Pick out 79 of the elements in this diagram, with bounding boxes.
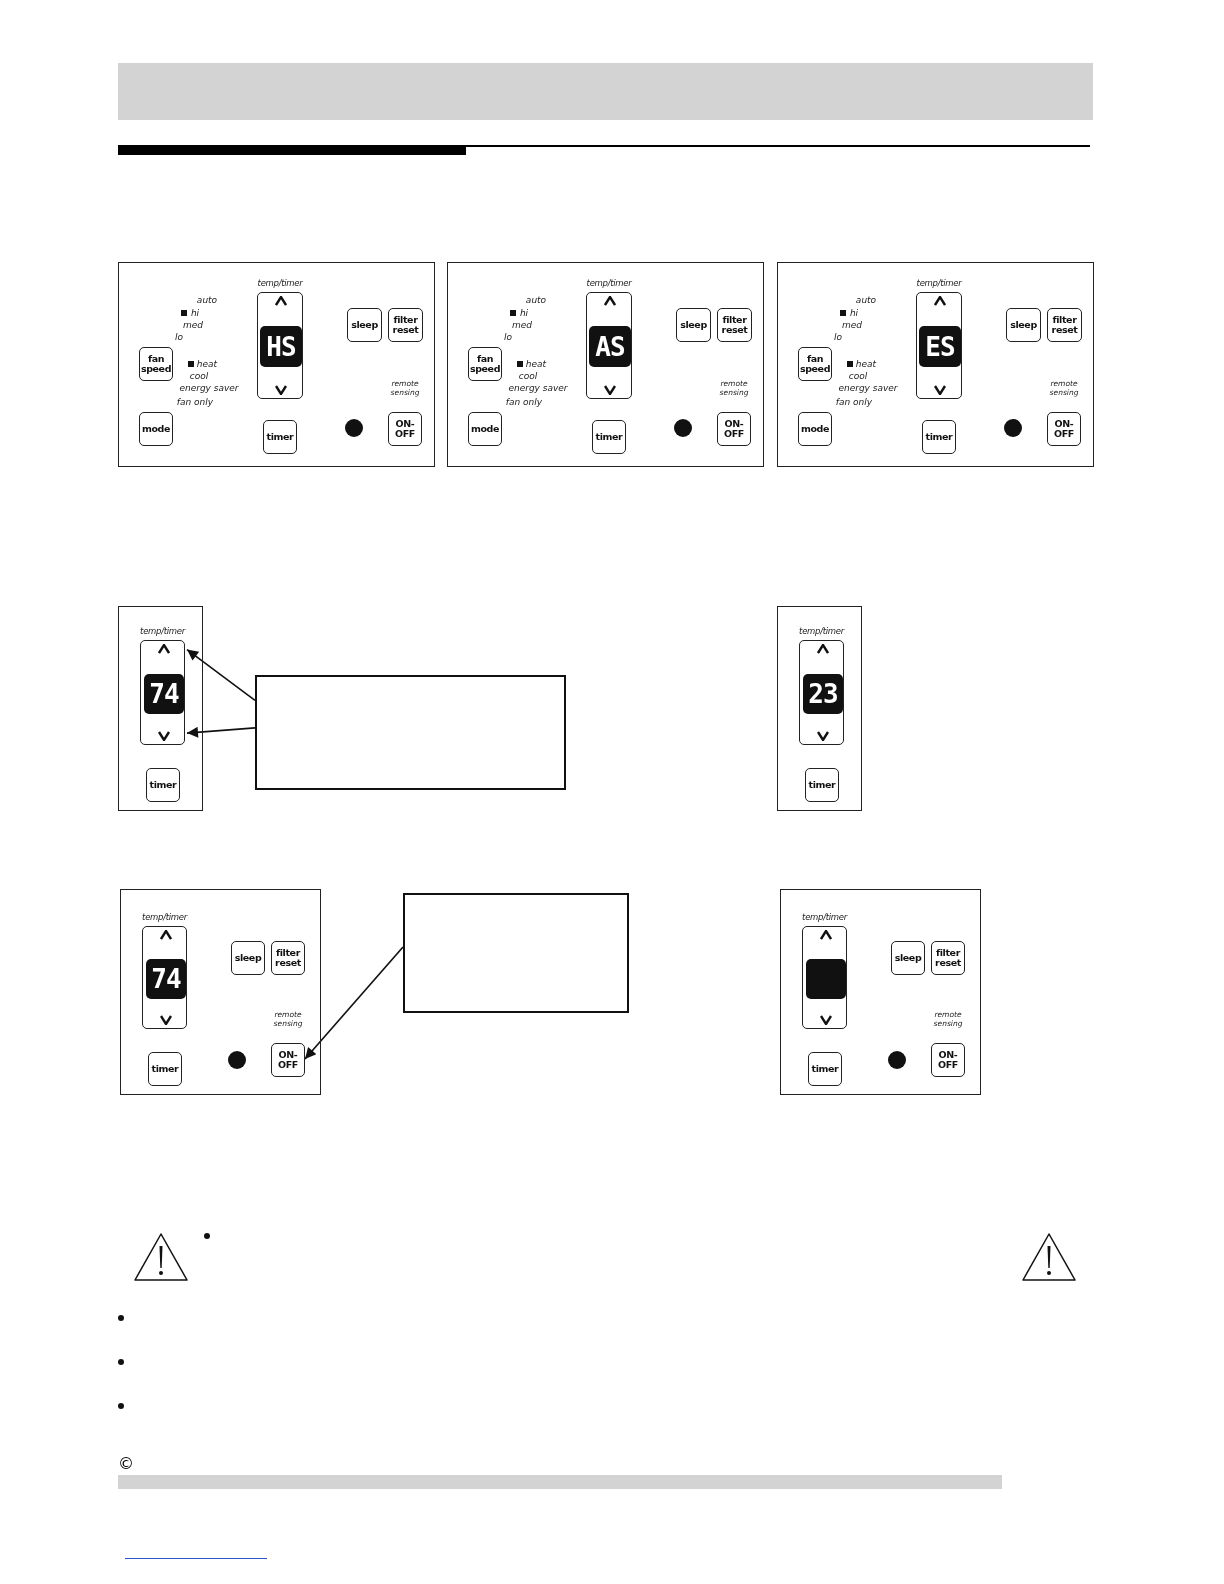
control-panel (120, 889, 321, 1095)
button: sleep (891, 941, 925, 975)
setting-label: med (512, 320, 532, 330)
setting-label: cool (189, 371, 209, 381)
button: sleep (347, 308, 382, 342)
setting-label: fan only (176, 397, 214, 407)
setting-label: fan only (505, 397, 543, 407)
setting-label: hi (849, 308, 859, 318)
setting-label: auto (855, 295, 877, 305)
lcd-display (806, 959, 846, 999)
setting-label: cool (518, 371, 538, 381)
control-panel (777, 262, 1094, 467)
lcd-display: ES (919, 326, 961, 367)
control-label: temp/timer (585, 278, 633, 288)
copyright-mark: © (118, 1454, 134, 1473)
control-label: temp/timer (256, 278, 304, 288)
button: ON- OFF (271, 1043, 305, 1077)
button: filter reset (931, 941, 965, 975)
setting-label: hi (519, 308, 529, 318)
button: mode (139, 412, 173, 446)
lcd-display: 74 (146, 959, 186, 999)
setting-label: cool (848, 371, 868, 381)
setting-label: heat (525, 359, 547, 369)
lcd-display: 23 (803, 674, 843, 714)
button: timer (148, 1052, 182, 1086)
button: sleep (1006, 308, 1041, 342)
callout-box (403, 893, 629, 1013)
setting-label: energy saver (179, 383, 239, 393)
callout-box (255, 675, 566, 790)
control-label: temp/timer (801, 912, 849, 922)
setting-label: fan only (835, 397, 873, 407)
button: filter reset (717, 308, 752, 342)
button: timer (592, 420, 626, 454)
button: fan speed (798, 347, 832, 381)
button: ON- OFF (1047, 412, 1081, 446)
button: ON- OFF (388, 412, 422, 446)
button: ON- OFF (717, 412, 751, 446)
button: timer (922, 420, 956, 454)
setting-label: lo (834, 332, 842, 342)
button: timer (805, 768, 839, 802)
button: timer (146, 768, 180, 802)
setting-label: heat (196, 359, 218, 369)
button: mode (798, 412, 832, 446)
setting-label: lo (504, 332, 512, 342)
setting-label: auto (196, 295, 218, 305)
button: ON- OFF (931, 1043, 965, 1077)
button: fan speed (468, 347, 502, 381)
setting-label: med (842, 320, 862, 330)
button: sleep (676, 308, 711, 342)
setting-label: auto (525, 295, 547, 305)
setting-label: med (183, 320, 203, 330)
button: filter reset (1047, 308, 1082, 342)
setting-label: hi (190, 308, 200, 318)
button: filter reset (388, 308, 423, 342)
setting-label: heat (855, 359, 877, 369)
leader-line (186, 726, 256, 738)
button: fan speed (139, 347, 173, 381)
control-panel (118, 606, 203, 811)
button: timer (808, 1052, 842, 1086)
setting-label: energy saver (838, 383, 898, 393)
control-panel (447, 262, 764, 467)
lcd-display: AS (589, 326, 631, 367)
control-label: temp/timer (915, 278, 963, 288)
setting-label: energy saver (508, 383, 568, 393)
lcd-display: HS (260, 326, 302, 367)
control-label: temp/timer (798, 626, 846, 636)
control-label: temp/timer (139, 626, 187, 636)
leader-line (186, 648, 256, 702)
button: mode (468, 412, 502, 446)
button: filter reset (271, 941, 305, 975)
leader-line (304, 946, 404, 1060)
control-panel (118, 262, 435, 467)
setting-label: lo (175, 332, 183, 342)
control-panel (780, 889, 981, 1095)
control-label: temp/timer (141, 912, 189, 922)
button: sleep (231, 941, 265, 975)
lcd-display: 74 (144, 674, 184, 714)
control-panel (777, 606, 862, 811)
button: timer (263, 420, 297, 454)
